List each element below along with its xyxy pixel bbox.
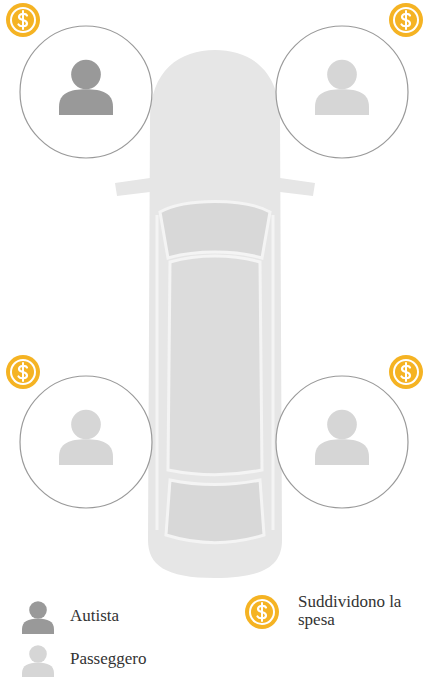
legend-text: Passeggero xyxy=(70,650,220,668)
car-top-view xyxy=(115,50,315,578)
person-icons xyxy=(59,60,369,465)
legend-text: Autista xyxy=(70,607,220,625)
coin-icons xyxy=(6,3,423,389)
legend-samples xyxy=(22,595,279,677)
legend-text: Suddividono la spesa xyxy=(298,593,410,629)
seat-circles xyxy=(20,26,408,508)
